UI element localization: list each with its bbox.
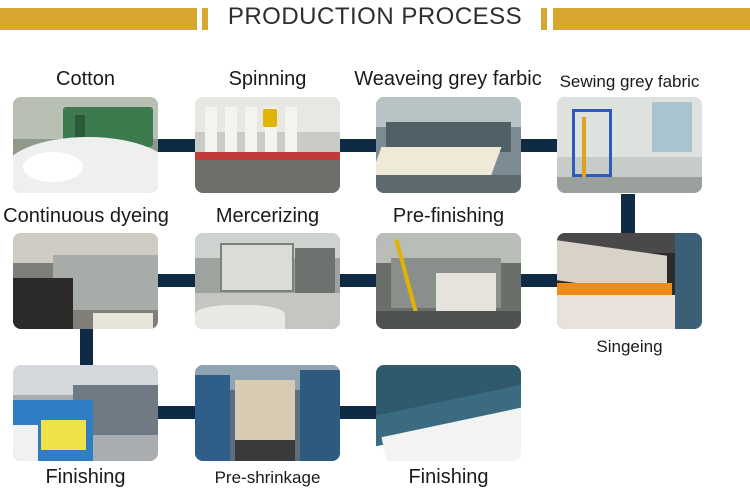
header-tick-right bbox=[541, 8, 547, 30]
pre-finishing-photo bbox=[376, 233, 521, 329]
header-tick-left bbox=[202, 8, 208, 30]
weaving-photo bbox=[376, 97, 521, 193]
step-label-continuous-dyeing: Continuous dyeing bbox=[3, 205, 169, 227]
connector-sewing-singeing bbox=[621, 194, 635, 233]
connector-finishing-preshrinkage bbox=[158, 406, 195, 419]
step-label-cotton: Cotton bbox=[56, 68, 115, 90]
connector-cotton-spinning bbox=[158, 139, 195, 152]
header-bar-left bbox=[0, 8, 197, 30]
connector-singeing-prefinishing bbox=[521, 274, 557, 287]
finishing-photo bbox=[13, 365, 158, 461]
connector-prefinishing-mercerizing bbox=[339, 274, 376, 287]
fabric-photo bbox=[376, 365, 521, 461]
connector-dyeing-finishing bbox=[80, 327, 93, 365]
step-label-finishing-final: Finishing bbox=[408, 466, 489, 488]
header-bar-right bbox=[553, 8, 750, 30]
pre-shrinkage-photo bbox=[195, 365, 340, 461]
step-label-pre-shrinkage: Pre-shrinkage bbox=[214, 468, 321, 487]
page-title: PRODUCTION PROCESS bbox=[227, 3, 523, 30]
connector-mercerizing-dyeing bbox=[158, 274, 195, 287]
spinning-photo bbox=[195, 97, 340, 193]
singeing-photo bbox=[557, 233, 702, 329]
connector-weaving-sewing bbox=[521, 139, 557, 152]
step-label-pre-finishing: Pre-finishing bbox=[392, 205, 505, 227]
step-label-weaving: Weaveing grey farbic bbox=[354, 68, 542, 90]
connector-preshrinkage-fabric bbox=[339, 406, 376, 419]
cotton-photo bbox=[13, 97, 158, 193]
step-label-spinning: Spinning bbox=[228, 68, 307, 90]
dyeing-photo bbox=[13, 233, 158, 329]
step-label-finishing: Finishing bbox=[45, 466, 126, 488]
sewing-photo bbox=[557, 97, 702, 193]
mercerizing-photo bbox=[195, 233, 340, 329]
connector-spinning-weaving bbox=[339, 139, 376, 152]
step-label-mercerizing: Mercerizing bbox=[215, 205, 320, 227]
step-label-sewing: Sewing grey fabric bbox=[559, 72, 700, 91]
step-label-singeing: Singeing bbox=[596, 337, 663, 356]
